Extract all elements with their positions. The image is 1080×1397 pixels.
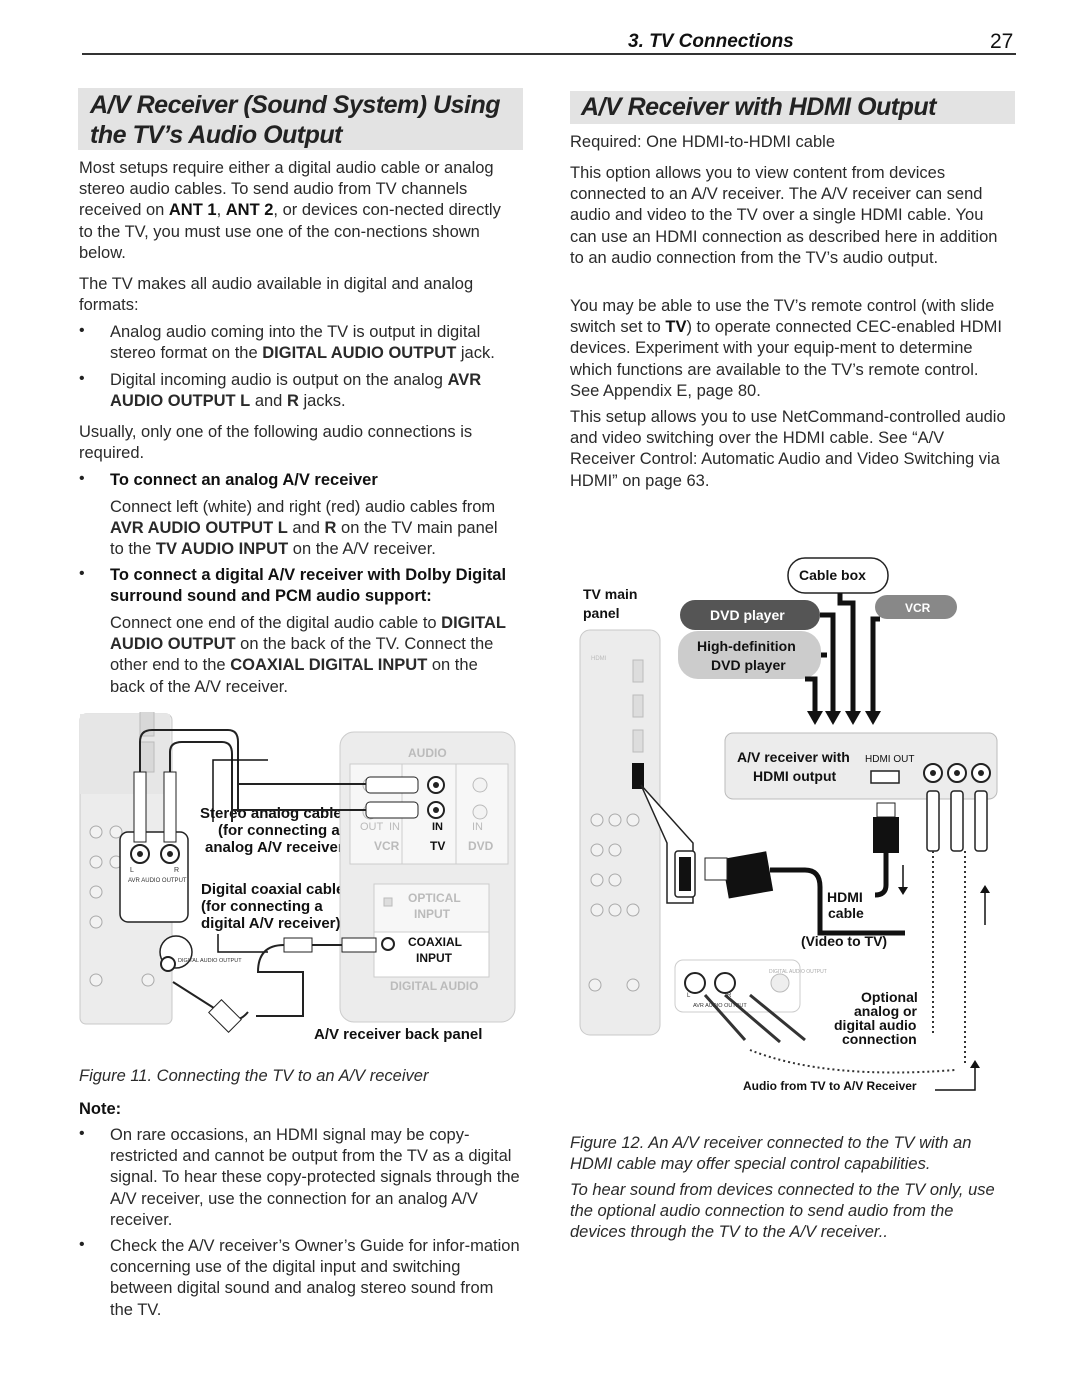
fig11-avr-output-label: AVR AUDIO OUTPUT bbox=[128, 878, 187, 884]
note-owners-guide: Check the A/V receiver’s Owner’s Guide f… bbox=[110, 1237, 520, 1319]
tv-hdmi-label: HDMI bbox=[591, 656, 607, 662]
bullet-dot: • bbox=[79, 322, 85, 339]
optional-label-4: connection bbox=[842, 1031, 917, 1047]
figure-12-diagram: TV main panel HDMI L R AVR AUDIO OUTPUT … bbox=[579, 557, 998, 1093]
vcr-label: VCR bbox=[905, 601, 931, 615]
optional-label-1: Optional bbox=[861, 989, 918, 1005]
fig11-in-label-dvd: IN bbox=[472, 821, 483, 833]
fig11-in-label-tv: IN bbox=[432, 821, 443, 833]
bullet-dot: • bbox=[79, 470, 85, 487]
analog-receiver-body: Connect left (white) and right (red) aud… bbox=[110, 498, 498, 559]
fig11-l-label: L bbox=[130, 867, 134, 874]
figure-11-diagram: L R AVR AUDIO OUTPUT DIGITAL AUDIO OUTPU… bbox=[79, 712, 516, 1043]
hd-dvd-label-1: High-definition bbox=[697, 638, 796, 654]
cable-box-label: Cable box bbox=[799, 567, 866, 583]
note-copy-restricted: On rare occasions, an HDMI signal may be… bbox=[110, 1126, 520, 1229]
right-p3: This setup allows you to use NetCommand-… bbox=[570, 408, 1006, 490]
analog-receiver-heading: To connect an analog A/V receiver bbox=[110, 471, 378, 489]
optional-label-3: digital audio bbox=[834, 1017, 916, 1033]
fig11-coaxial-label: COAXIAL bbox=[408, 935, 462, 949]
coax-label-2: (for connecting a bbox=[201, 898, 323, 915]
left-section-title: A/V Receiver (Sound System) Using the TV… bbox=[78, 88, 523, 150]
receiver-label-2: HDMI output bbox=[753, 768, 837, 784]
fig11-vcr-label: VCR bbox=[374, 839, 400, 853]
note-heading: Note: bbox=[79, 1100, 122, 1118]
right-p2: You may be able to use the TV’s remote c… bbox=[570, 297, 1002, 400]
tv-main-label-2: panel bbox=[583, 605, 620, 621]
page-number: 27 bbox=[990, 30, 1014, 53]
bullet-dot: • bbox=[79, 565, 85, 582]
hdmi-cable-label-2: cable bbox=[828, 905, 864, 921]
figure-11-caption: Figure 11. Connecting the TV to an A/V r… bbox=[79, 1067, 429, 1085]
left-title-line2: the TV’s Audio Output bbox=[90, 121, 342, 149]
left-formats-paragraph: The TV makes all audio available in digi… bbox=[79, 275, 474, 315]
bullet-dot: • bbox=[79, 370, 85, 387]
bullet-analog-in: Analog audio coming into the TV is outpu… bbox=[110, 323, 495, 363]
hdmi-out-label: HDMI OUT bbox=[865, 754, 914, 765]
stereo-label-3: analog A/V receiver) bbox=[205, 839, 349, 856]
dvd-player-label: DVD player bbox=[710, 607, 785, 623]
fig12-r-label: R bbox=[727, 993, 732, 999]
audio-from-tv-label: Audio from TV to A/V Receiver bbox=[743, 1079, 917, 1093]
receiver-label-1: A/V receiver with bbox=[737, 749, 850, 765]
running-header-section: 3. TV Connections bbox=[628, 31, 794, 52]
bullet-dot: • bbox=[79, 1125, 85, 1142]
fig11-digital-audio-label: DIGITAL AUDIO bbox=[390, 979, 478, 993]
receiver-box-shape bbox=[724, 732, 998, 800]
left-usually-paragraph: Usually, only one of the following audio… bbox=[79, 423, 473, 463]
hd-dvd-label-2: DVD player bbox=[711, 657, 786, 673]
fig11-input-label-2: INPUT bbox=[416, 951, 453, 965]
fig12-l-label: L bbox=[687, 993, 691, 999]
fig12-avr-output-label: AVR AUDIO OUTPUT bbox=[693, 1003, 747, 1009]
fig11-input-label-1: INPUT bbox=[414, 907, 451, 921]
hdmi-cable-label-1: HDMI bbox=[827, 889, 863, 905]
bullet-dot: • bbox=[79, 1236, 85, 1253]
fig12-digital-output-label: DIGITAL AUDIO OUTPUT bbox=[769, 969, 827, 975]
fig11-digital-output-label: DIGITAL AUDIO OUTPUT bbox=[178, 958, 242, 964]
video-to-tv-label: (Video to TV) bbox=[801, 933, 887, 949]
header-rule bbox=[82, 53, 1016, 55]
tv-main-label-1: TV main bbox=[583, 586, 637, 602]
left-intro-paragraph: Most setups require either a digital aud… bbox=[79, 159, 501, 262]
fig11-audio-label: AUDIO bbox=[408, 746, 447, 760]
fig11-out-label: OUT bbox=[360, 821, 384, 833]
digital-receiver-heading: To connect a digital A/V receiver with D… bbox=[110, 566, 507, 606]
coax-label-3: digital A/V receiver) bbox=[201, 915, 341, 932]
fig11-r-label: R bbox=[174, 867, 179, 874]
stereo-label-1: Stereo analog cables bbox=[200, 805, 350, 822]
digital-receiver-body: Connect one end of the digital audio cab… bbox=[110, 614, 506, 696]
closing-paragraph: To hear sound from devices connected to … bbox=[570, 1181, 995, 1241]
fig11-dvd-label: DVD bbox=[468, 839, 494, 853]
required-line: Required: One HDMI-to-HDMI cable bbox=[570, 133, 835, 151]
bullet-digital-in: Digital incoming audio is output on the … bbox=[110, 371, 482, 411]
coax-label-1: Digital coaxial cable bbox=[201, 881, 344, 898]
figure-12-caption: Figure 12. An A/V receiver connected to … bbox=[570, 1134, 972, 1173]
tv-panel-shape bbox=[579, 629, 661, 1036]
right-p1: This option allows you to view content f… bbox=[570, 164, 998, 267]
left-title-line1: A/V Receiver (Sound System) Using bbox=[90, 91, 501, 119]
receiver-back-panel-label: A/V receiver back panel bbox=[314, 1026, 482, 1043]
optional-label-2: analog or bbox=[854, 1003, 918, 1019]
fig11-in-label-vcr: IN bbox=[389, 821, 400, 833]
right-section-title: A/V Receiver with HDMI Output bbox=[570, 91, 1015, 124]
stereo-label-2: (for connecting an bbox=[218, 822, 349, 839]
fig11-optical-label: OPTICAL bbox=[408, 891, 461, 905]
fig11-tv-label: TV bbox=[430, 839, 445, 853]
